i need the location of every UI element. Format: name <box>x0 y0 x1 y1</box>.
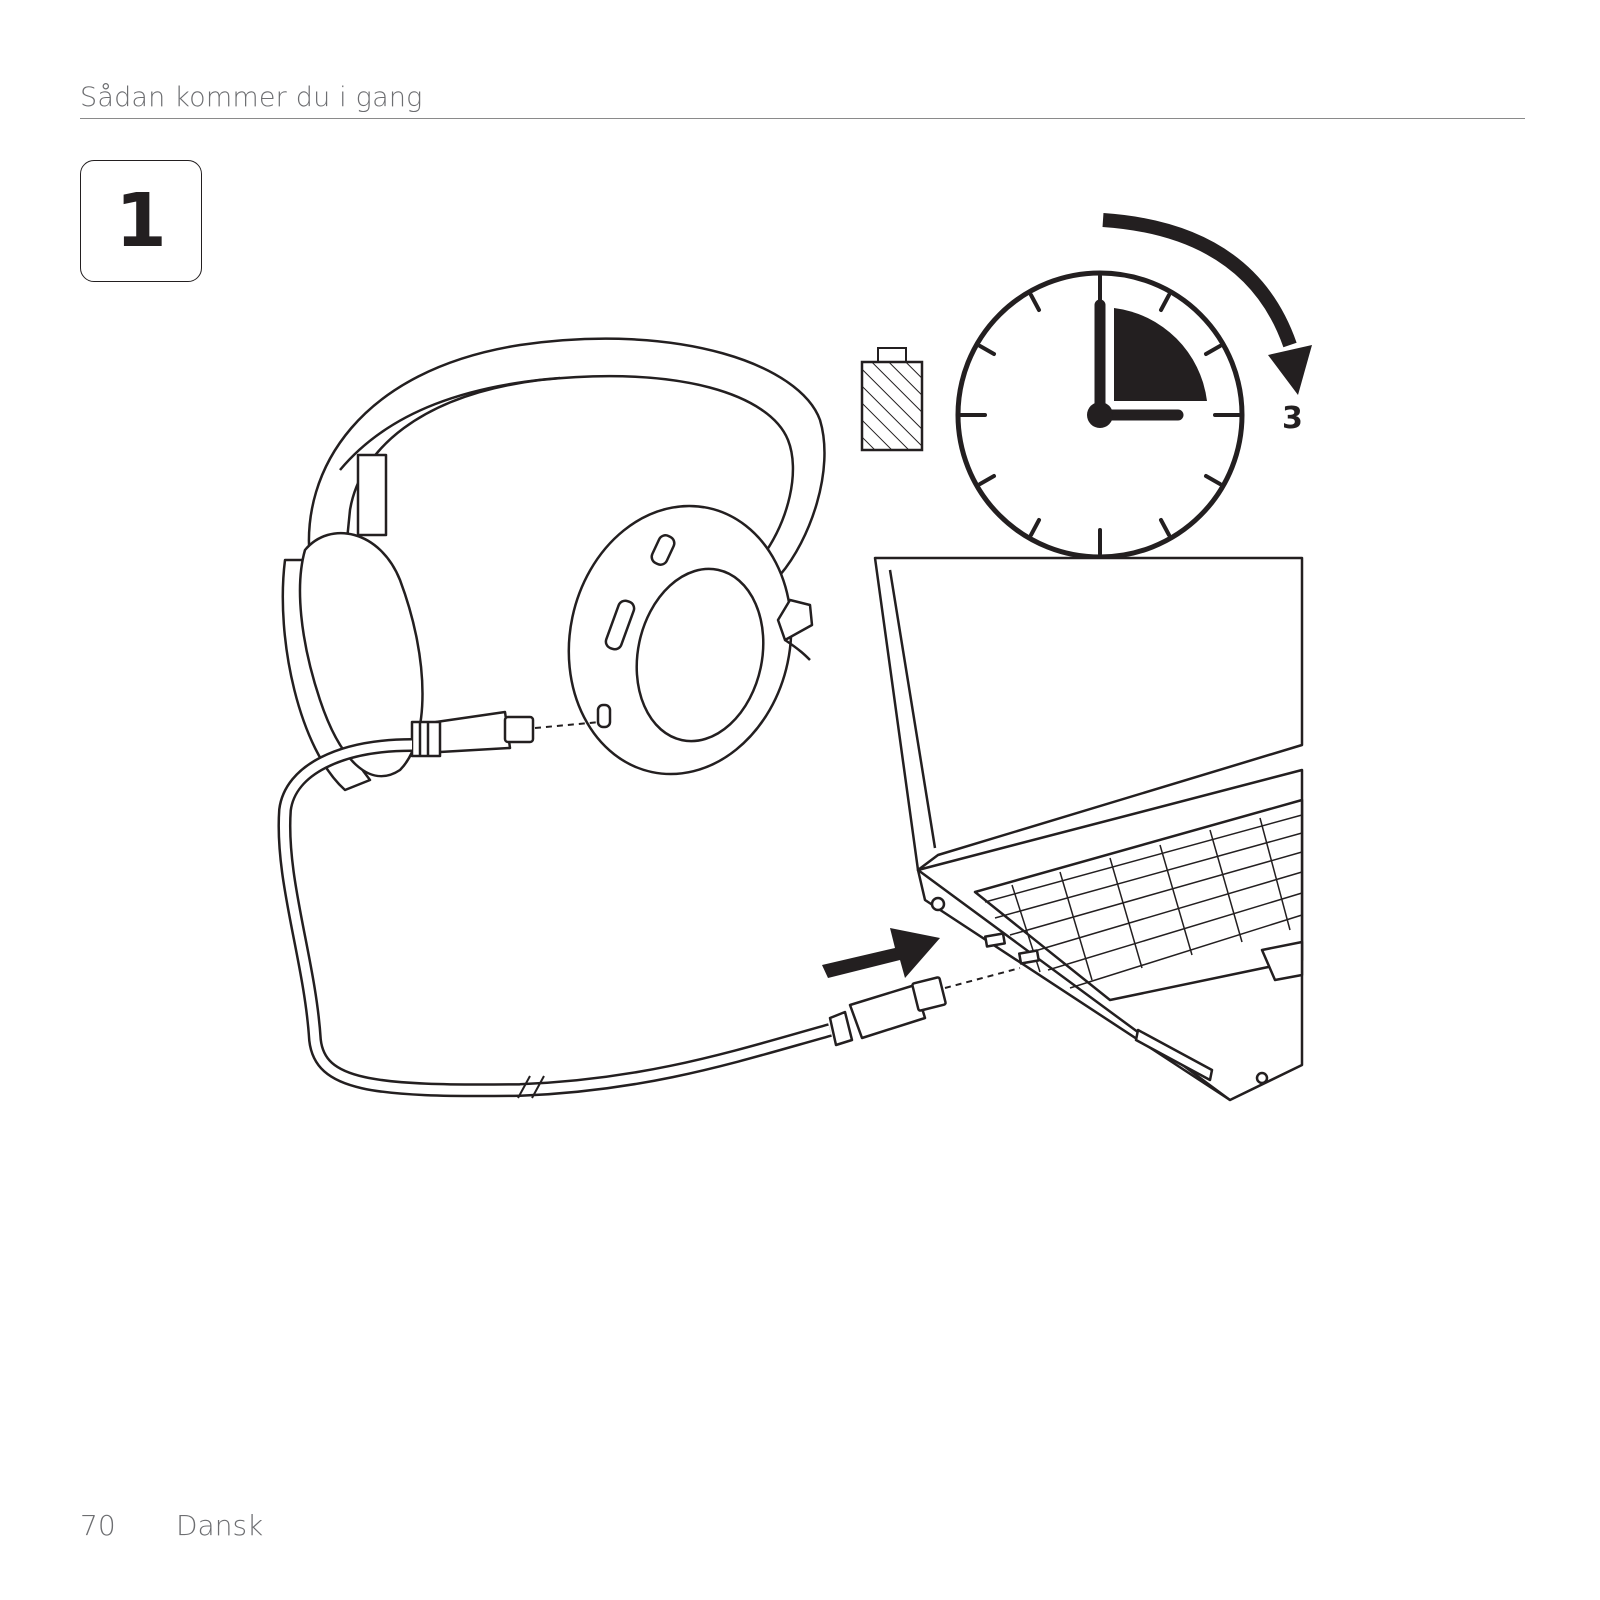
headset-icon <box>283 339 825 795</box>
page-number: 70 <box>80 1509 116 1542</box>
battery-icon <box>862 348 922 450</box>
clock-icon <box>958 273 1242 557</box>
laptop-icon <box>875 558 1302 1100</box>
charge-hours-label: 3 <box>1282 401 1303 436</box>
push-arrow-icon <box>822 928 940 978</box>
language-label: Dansk <box>176 1509 263 1542</box>
